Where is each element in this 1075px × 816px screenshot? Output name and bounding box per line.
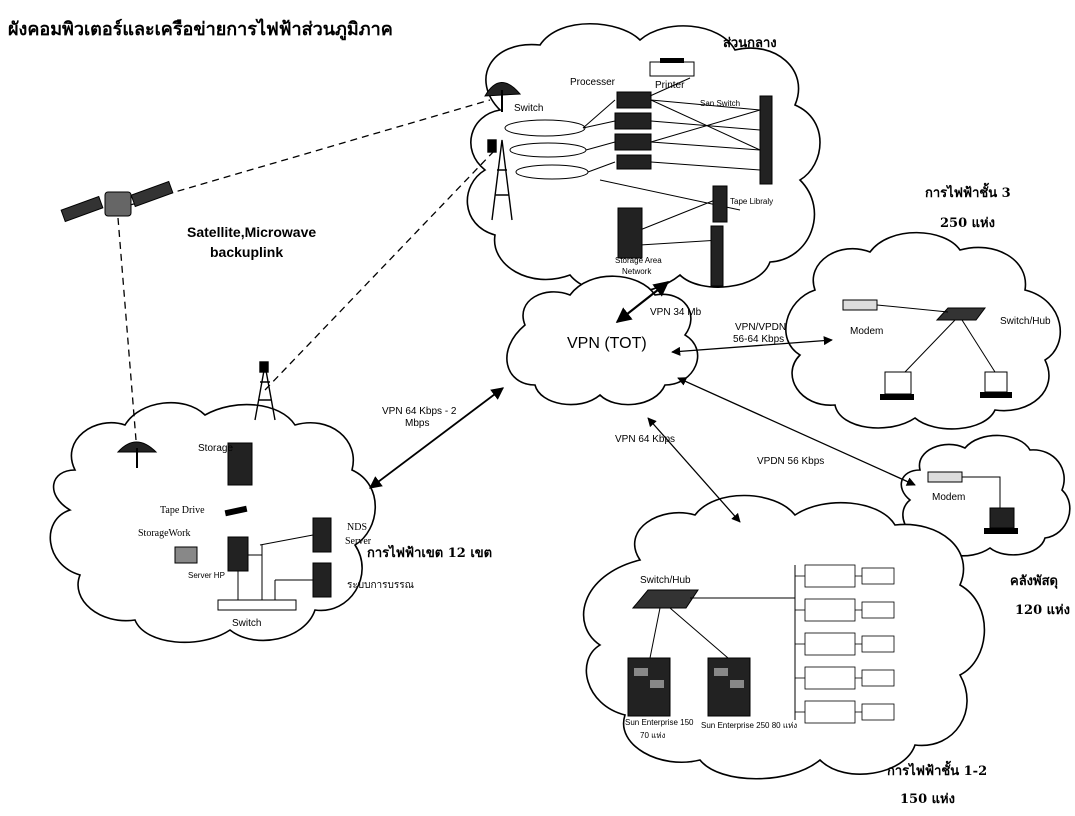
warehouse-modem-label: Modem	[932, 492, 966, 503]
finance-system-label: ระบบการบรรณ	[347, 580, 414, 591]
zone-interconnect	[237, 534, 314, 600]
rack-connectors	[795, 575, 862, 713]
satellite-label-1: Satellite,Microwave	[187, 224, 317, 240]
tier12-switch-icon	[631, 589, 699, 609]
link-vpn-tier3	[671, 336, 833, 356]
zone-switch-icon	[217, 599, 297, 611]
central-interconnect	[582, 77, 761, 246]
sun250-label: Sun Enterprise 250 80 แห่ง	[701, 721, 798, 730]
nds-label-2: Server	[345, 536, 372, 547]
sun150-label-2: 70 แห่ง	[640, 731, 666, 740]
satellite-link-zone	[117, 217, 137, 441]
printer-icon	[649, 58, 695, 77]
link-vpn-warehouse	[677, 377, 916, 486]
tier3-pc2-icon	[980, 371, 1012, 398]
zone-storage-icon	[227, 442, 253, 486]
sun150-label-1: Sun Enterprise 150	[625, 718, 694, 727]
san-switch-icon	[759, 95, 773, 185]
zone-switch-label: Switch	[232, 618, 262, 629]
tier3-modem-icon	[842, 299, 878, 311]
central-switch-icon	[504, 119, 589, 180]
microwave-link	[264, 149, 496, 391]
page-title: ผังคอมพิวเตอร์และเครือข่ายการไฟฟ้าส่วนภู…	[8, 19, 393, 40]
tier12-title: การไฟฟ้าชั้น 1-2	[887, 764, 988, 779]
satellite-link-central	[119, 99, 491, 209]
tape-library-label: Tape Libraly	[730, 197, 774, 206]
satellite-icon	[60, 180, 174, 223]
link-vpn-zone	[368, 387, 505, 489]
tier12-count: 150 แห่ง	[900, 792, 955, 807]
tape-drive-icon	[224, 505, 248, 517]
tier3-pc-icon	[880, 371, 914, 400]
processor-stack-icon	[614, 91, 652, 170]
tier3-modem-label: Modem	[850, 326, 884, 337]
central-title: ส่วนกลาง	[723, 36, 777, 51]
warehouse-pc-icon	[984, 507, 1018, 534]
tier3-cloud	[785, 231, 1061, 430]
vpn-tier3-link-label-2: 56-64 Kbps	[733, 334, 785, 345]
tier12-interconnect	[649, 565, 796, 720]
server-hp-label: Server HP	[188, 571, 225, 580]
tape-drive-label: Tape Drive	[160, 505, 205, 516]
vpn-warehouse-link-label: VPDN 56 Kbps	[757, 456, 825, 467]
warehouse-count: 120 แห่ง	[1015, 603, 1070, 618]
tier3-count: 250 แห่ง	[940, 216, 995, 231]
vpn-cloud-label: VPN (TOT)	[567, 335, 647, 352]
vpn-central-link-label: VPN 34 Mb	[650, 307, 702, 318]
san-switch-label: San Switch	[700, 99, 741, 108]
tier3-switch-label: Switch/Hub	[1000, 316, 1051, 327]
storage-area-label-2: Network	[622, 267, 652, 276]
zone-storage-label: Storage	[198, 443, 234, 454]
nds-server-icon	[312, 517, 332, 553]
warehouse-title: คลังพัสดุ	[1010, 574, 1058, 589]
zone-dish-icon	[116, 441, 158, 468]
storagework-label: StorageWork	[138, 528, 191, 539]
sun-enterprise-250-icon	[707, 657, 751, 717]
processor-label: Processer	[570, 77, 616, 88]
tier3-interconnect	[876, 304, 996, 373]
storagework-icon	[174, 546, 198, 564]
central-dish-icon	[484, 82, 522, 112]
warehouse-cloud	[900, 434, 1071, 557]
tier3-title: การไฟฟ้าชั้น 3	[925, 186, 1011, 201]
finance-server-icon	[312, 562, 332, 598]
printer-label: Printer	[655, 80, 685, 91]
storage-area-label-1: Storage Area	[615, 256, 662, 265]
central-tower-icon	[487, 139, 513, 221]
vpn-zone-link-label-1: VPN 64 Kbps - 2	[382, 406, 457, 417]
sun-enterprise-150-icon	[627, 657, 671, 717]
warehouse-modem-icon	[927, 471, 963, 483]
server-hp-icon	[227, 536, 249, 572]
vpn-zone-link-label-2: Mbps	[405, 418, 430, 429]
satellite-label-2: backuplink	[210, 244, 284, 260]
tier12-switch-label: Switch/Hub	[640, 575, 691, 586]
nds-label-1: NDS	[347, 522, 368, 533]
link-vpn-central	[615, 281, 670, 323]
storage-area-network-icon	[617, 207, 643, 259]
warehouse-interconnect	[962, 476, 1001, 508]
zone-tower-icon	[254, 361, 276, 421]
vpn-tier3-link-label-1: VPN/VPDN	[735, 322, 787, 333]
central-switch-label: Switch	[514, 103, 544, 114]
vpn-tier12-link-label: VPN 64 Kbps	[615, 434, 676, 445]
zone-title: การไฟฟ้าเขต 12 เขต	[367, 546, 493, 561]
zone-cloud	[49, 401, 376, 644]
tape-library-icon	[710, 185, 728, 287]
